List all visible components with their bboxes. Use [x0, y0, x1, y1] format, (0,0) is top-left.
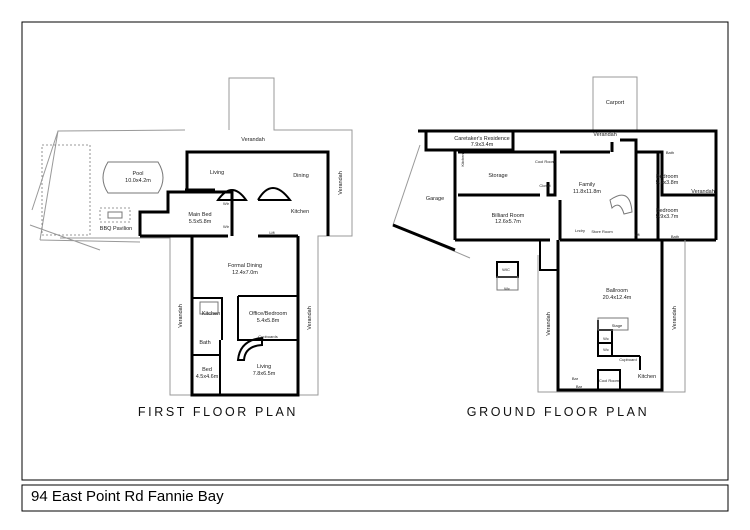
label-verandah: Verandah	[672, 306, 678, 330]
label-office-bedroom: Office/Bedroom	[249, 311, 288, 317]
label-wic: WIC	[502, 267, 510, 272]
stair-icon	[609, 194, 633, 215]
label-bath: Bath	[199, 340, 210, 346]
label-storage: Storage	[488, 173, 507, 179]
label-verandah: Verandah	[546, 312, 552, 336]
label-family-size: 11.8x11.8m	[573, 189, 601, 195]
label-main-bed-size: 5.5x5.8m	[189, 219, 212, 225]
label-verandah: Verandah	[241, 137, 265, 143]
label-pool-size: 10.0x4.2m	[125, 178, 151, 184]
label-closet: Closet	[539, 183, 551, 188]
label-laundry: Lndry	[575, 228, 585, 233]
label-wc: Wc	[603, 336, 609, 341]
ballroom-verandah	[537, 240, 686, 393]
first-floor-upper-walls	[138, 150, 330, 238]
label-kitchen: Kitchen	[460, 153, 465, 166]
label-carport: Carport	[606, 100, 625, 106]
label-main-bed: Main Bed	[188, 212, 211, 218]
label-living: Living	[210, 170, 224, 176]
label-bedroom: Bedroom	[656, 174, 679, 180]
label-verandah: Verandah	[593, 132, 617, 138]
label-cool-room: Cool Room	[599, 378, 620, 383]
label-verandah: Verandah	[691, 189, 715, 195]
label-billiard-room: Billiard Room	[492, 213, 525, 219]
label-stage: Stage	[612, 323, 623, 328]
ballroom-walls	[556, 240, 664, 392]
title-box	[21, 484, 729, 512]
label-cupboards: Cupboards	[258, 334, 278, 339]
label-bed: Bed	[202, 367, 212, 373]
label-kitchen: Kitchen	[202, 311, 220, 317]
label-living: Living	[257, 364, 271, 370]
label-dining: Dining	[293, 173, 309, 179]
label-verandah: Verandah	[338, 171, 344, 195]
label-cool-room: Cool Room	[535, 159, 556, 164]
first-floor-plan: Verandah Living Dining Kitchen Verandah …	[29, 77, 353, 419]
label-bath: Bath	[666, 150, 674, 155]
label-cupboard: Cupboard	[619, 357, 637, 362]
label-bar: Bar	[572, 376, 579, 381]
label-pool: Pool	[132, 171, 143, 177]
ground-floor-plan: Carport Verandah Caretaker's Residence 7…	[392, 76, 718, 419]
label-lift: Lift	[269, 230, 275, 235]
ground-floor-top-wall	[418, 129, 718, 240]
label-wir: Wir	[223, 224, 230, 229]
verandah-outline	[60, 77, 353, 396]
label-bar: Bar	[576, 384, 583, 389]
label-caretakers-residence: Caretaker's Residence	[454, 136, 509, 142]
label-bed-size: 4.5x4.6m	[196, 374, 219, 380]
first-floor-lower-walls	[190, 234, 300, 397]
bbq-pavilion	[99, 207, 131, 223]
sheet-frame	[21, 21, 729, 481]
label-bath: Bath	[671, 234, 679, 239]
label-wc: Wc	[603, 347, 609, 352]
label-office-bedroom-size: 5.4x5.8m	[257, 318, 280, 324]
first-floor-caption: FIRST FLOOR PLAN	[138, 405, 298, 419]
label-bedroom-size: 5.9x3.7m	[656, 214, 679, 220]
label-living-size: 7.8x6.5m	[253, 371, 276, 377]
label-garage: Garage	[426, 196, 444, 202]
label-wir: Wir	[223, 201, 230, 206]
label-bedroom: Bedroom	[656, 208, 679, 214]
label-ballroom: Ballroom	[606, 288, 628, 294]
ground-floor-caption: GROUND FLOOR PLAN	[467, 405, 649, 419]
property-address: 94 East Point Rd Fannie Bay	[31, 488, 224, 505]
stair-icon	[216, 189, 248, 201]
label-bedroom-size: 5.9x3.8m	[656, 180, 679, 186]
label-ballroom-size: 20.4x12.4m	[603, 295, 632, 301]
label-family: Family	[579, 182, 595, 188]
label-bbq-pavilion: BBQ Pavilion	[100, 226, 132, 232]
label-wc: Wc	[504, 286, 510, 291]
label-kitchen: Kitchen	[638, 374, 656, 380]
label-formal-dining-size: 12.4x7.0m	[232, 270, 258, 276]
label-lift: Lift	[634, 232, 640, 237]
label-formal-dining: Formal Dining	[228, 263, 262, 269]
label-store-room: Store Room	[591, 229, 613, 234]
label-kitchen: Kitchen	[291, 209, 309, 215]
label-verandah: Verandah	[307, 306, 313, 330]
label-caretakers-residence-size: 7.9x3.4m	[471, 142, 494, 148]
lawn-area	[41, 144, 91, 236]
pool	[102, 161, 164, 194]
ground-floor-walls	[424, 131, 716, 242]
label-verandah: Verandah	[178, 304, 184, 328]
label-billiard-room-size: 12.6x5.7m	[495, 219, 521, 225]
